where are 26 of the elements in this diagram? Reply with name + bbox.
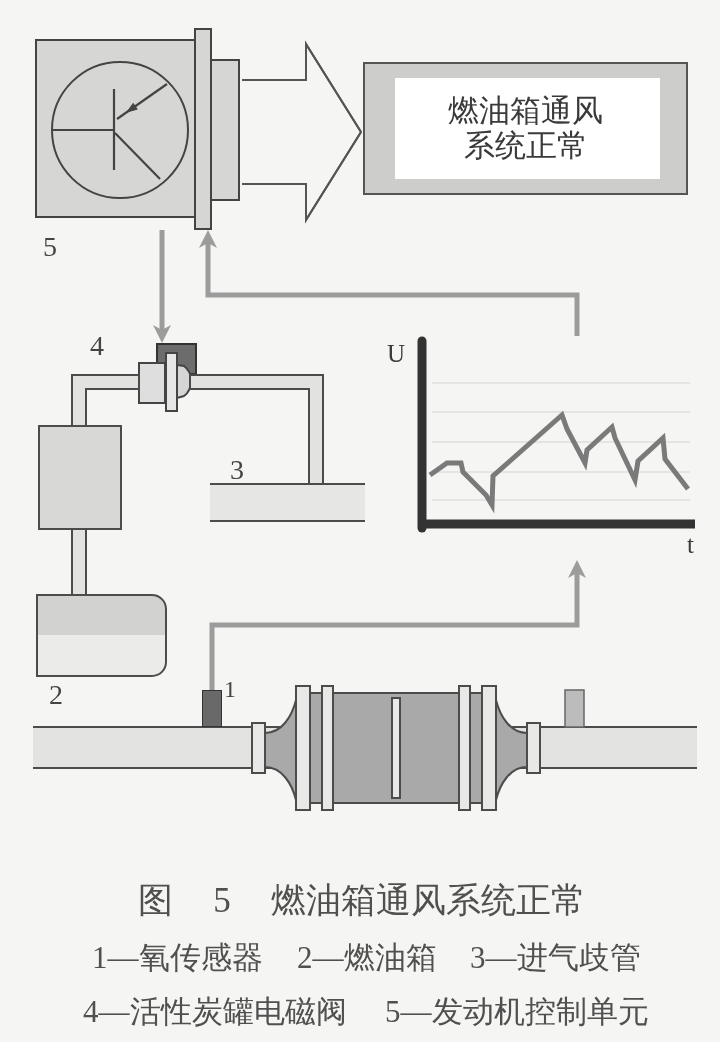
axis-label: U [387,340,406,368]
key-entry: 1—氧传感器 [92,940,263,976]
callout-number: 3 [230,454,244,487]
key-entry: 4—活性炭罐电磁阀 [83,994,347,1030]
pipe [189,374,324,485]
key-entry: 2—燃油箱 [297,940,437,976]
callout-number: 5 [43,231,57,264]
fuel-tank [36,594,167,677]
pipe [71,528,87,596]
charcoal-canister [38,425,122,530]
signal-arrow [209,560,586,690]
intake-manifold [210,483,365,522]
pipe [71,374,140,427]
figure-caption: 图 5 燃油箱通风系统正常 [138,881,586,922]
key-entry: 3—进气歧管 [470,940,641,976]
callout-number: 2 [49,679,63,712]
message-text: 燃油箱通风系统正常 [447,94,604,163]
signal-arrow [153,230,171,343]
sensor [202,690,222,727]
callout-number: 1 [224,676,236,704]
key-entry: 5—发动机控制单元 [385,994,649,1030]
message-box [363,62,688,195]
signal-arrow [199,230,580,336]
callout-number: 4 [90,330,104,363]
block-arrow [241,40,362,224]
axis-label: t [687,531,694,559]
